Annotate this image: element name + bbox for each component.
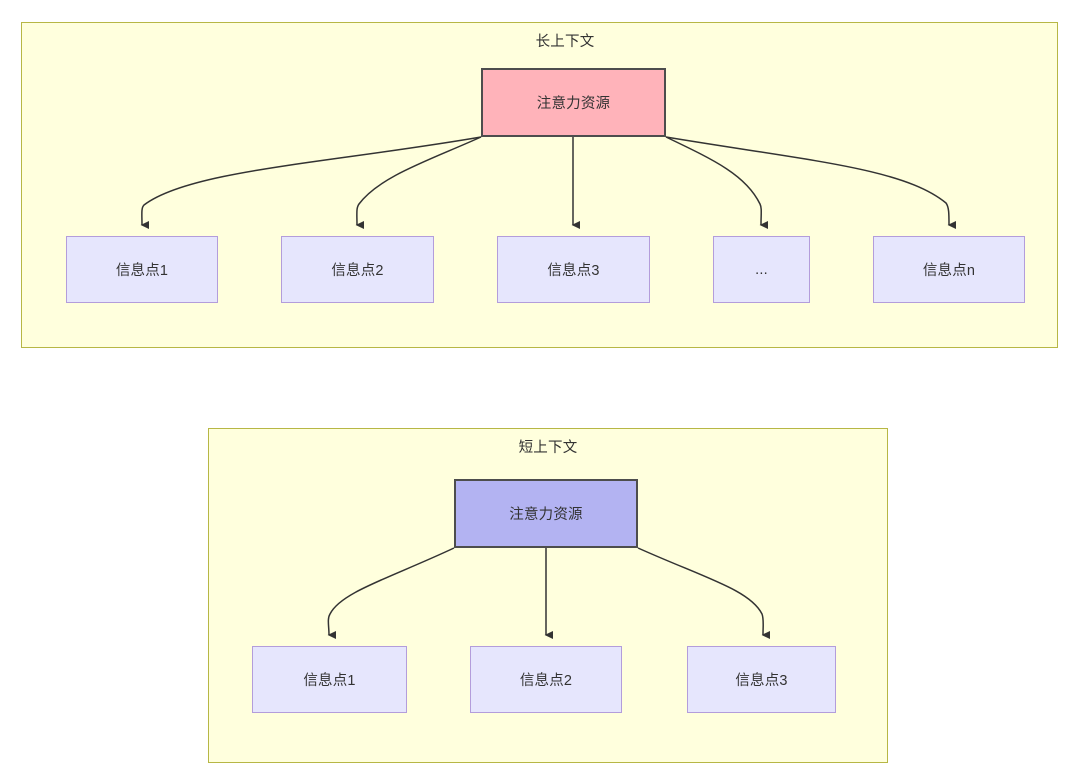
node-label: 信息点1 [115, 263, 169, 279]
node-label: ... [755, 261, 768, 278]
node-label: 注意力资源 [536, 96, 611, 112]
group-title-short-context: 短上下文 [518, 440, 578, 456]
node-long-info-3[interactable]: 信息点3 [497, 236, 650, 303]
edge-long-attention-to-long-info-ellipsis [665, 136, 769, 230]
node-label: 信息点n [922, 263, 976, 279]
node-long-info-ellipsis[interactable]: ... [713, 236, 810, 303]
node-label: 信息点2 [519, 673, 573, 689]
group-title-long-context: 长上下文 [535, 34, 595, 50]
node-short-info-1[interactable]: 信息点1 [252, 646, 407, 713]
node-short-info-3[interactable]: 信息点3 [687, 646, 836, 713]
node-long-attention[interactable]: 注意力资源 [481, 68, 666, 137]
edge-long-attention-to-long-info-2 [355, 136, 482, 229]
node-long-info-1[interactable]: 信息点1 [66, 236, 218, 303]
edges-short-context [327, 547, 771, 640]
edge-long-attention-to-long-info-1 [140, 136, 482, 229]
node-label: 信息点3 [547, 263, 600, 279]
node-long-info-2[interactable]: 信息点2 [281, 236, 434, 303]
node-label: 信息点2 [331, 263, 384, 279]
node-label: 注意力资源 [509, 507, 583, 523]
edge-short-attention-to-short-info-1 [327, 547, 455, 639]
node-label: 信息点3 [735, 673, 788, 689]
edge-short-attention-to-short-info-3 [637, 547, 771, 640]
node-short-attention[interactable]: 注意力资源 [454, 479, 638, 548]
edge-long-attention-to-long-info-n [665, 136, 957, 229]
edges-long-context [140, 136, 957, 230]
node-short-info-2[interactable]: 信息点2 [470, 646, 622, 713]
node-long-info-n[interactable]: 信息点n [873, 236, 1025, 303]
node-label: 信息点1 [303, 673, 356, 689]
